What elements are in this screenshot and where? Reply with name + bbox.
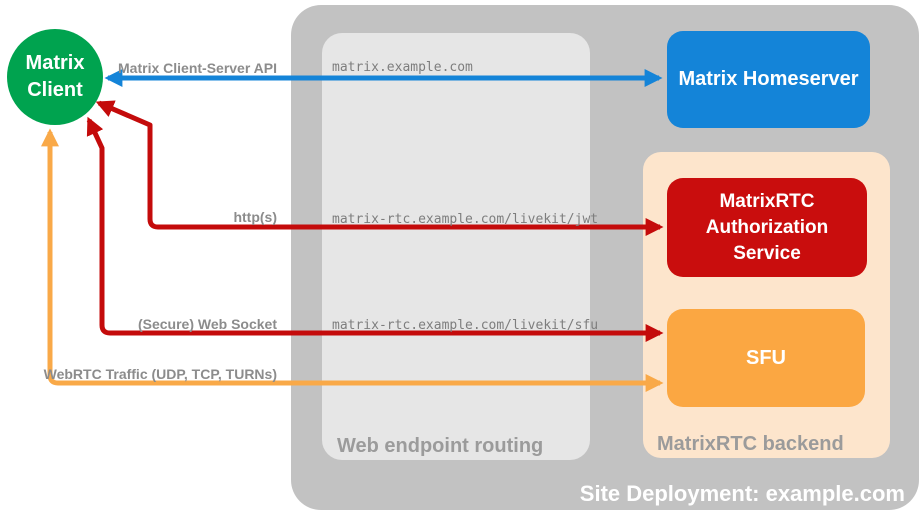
endpoint-matrix-example-com: matrix.example.com [332,60,473,75]
matrixrtc-auth-service-node: MatrixRTC Authorization Service [667,178,867,277]
client-server-api-arrow-label: Matrix Client-Server API [118,60,277,76]
web-endpoint-routing-label: Web endpoint routing [337,435,544,457]
endpoint-livekit-jwt: matrix-rtc.example.com/livekit/jwt [332,212,599,227]
matrixrtc-auth-service-label: MatrixRTC Authorization Service [705,190,829,264]
web-endpoint-routing-box [322,33,590,460]
matrix-client-node: Matrix Client [7,29,103,125]
webrtc-arrow-label: WebRTC Traffic (UDP, TCP, TURNs) [43,366,277,382]
endpoint-livekit-sfu: matrix-rtc.example.com/livekit/sfu [332,318,599,333]
matrix-homeserver-label: Matrix Homeserver [678,68,859,90]
sfu-node: SFU [667,309,865,407]
matrix-client-label: Matrix Client [25,52,85,101]
sfu-label: SFU [746,346,786,369]
https-arrow-label: http(s) [233,209,277,225]
site-deployment-label: Site Deployment: example.com [579,481,905,506]
matrixrtc-backend-label: MatrixRTC backend [657,433,844,455]
websocket-arrow-label: (Secure) Web Socket [137,316,277,332]
matrix-homeserver-node: Matrix Homeserver [667,31,870,128]
